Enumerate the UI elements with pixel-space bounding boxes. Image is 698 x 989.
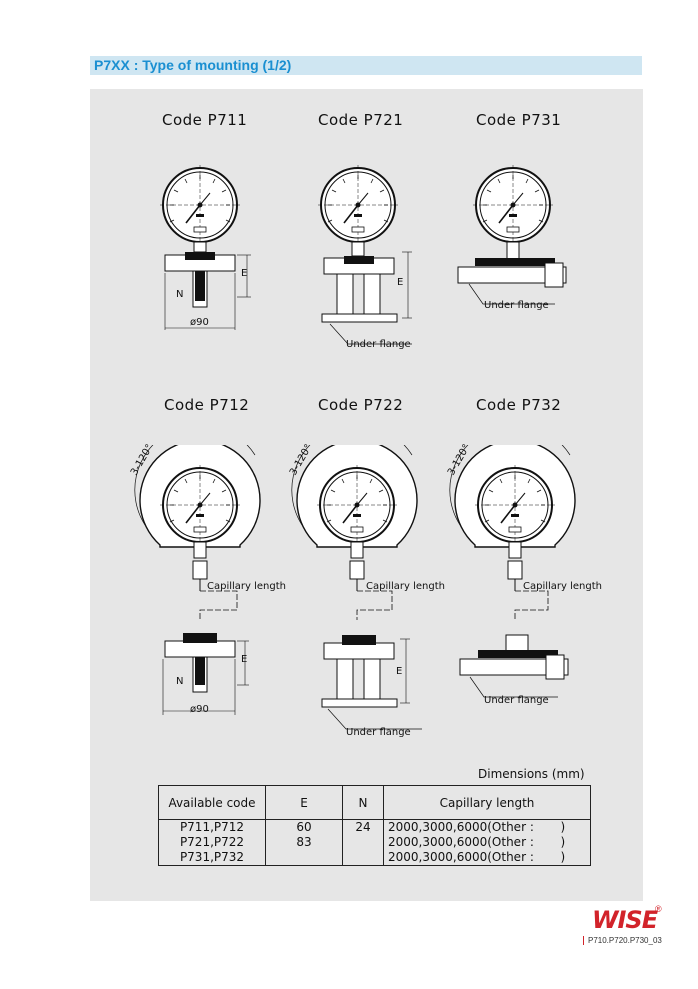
registered-mark: ® bbox=[655, 904, 662, 914]
diagram-p731 bbox=[457, 164, 567, 305]
p722-capillary-label: Capillary length bbox=[366, 581, 446, 592]
code-label-p732: Code P732 bbox=[476, 396, 562, 414]
code-label-p712: Code P712 bbox=[164, 396, 250, 414]
code-label-p711: Code P711 bbox=[162, 111, 248, 129]
code-label-p731: Code P731 bbox=[476, 111, 562, 129]
cell-e: 60 bbox=[265, 819, 343, 835]
doc-code-bar bbox=[583, 936, 584, 945]
cell-e: 83 bbox=[265, 835, 343, 850]
p711-e-label: E bbox=[241, 268, 248, 279]
cell-code: P731,P732 bbox=[158, 850, 266, 866]
p712-e-label: E bbox=[241, 654, 248, 665]
p711-n-label: N bbox=[176, 289, 184, 300]
col-header-code: Available code bbox=[158, 785, 266, 820]
cell-capillary: 2000,3000,6000(Other : ) bbox=[383, 850, 591, 866]
p721-flange-label: Under flange bbox=[346, 339, 411, 350]
dimensions-note: Dimensions (mm) bbox=[478, 767, 585, 781]
table-row: P731,P732 2000,3000,6000(Other : ) bbox=[158, 850, 591, 866]
table-header-row: Available code E N Capillary length bbox=[158, 785, 591, 820]
code-label-p722: Code P722 bbox=[318, 396, 404, 414]
p711-diameter-label: ø90 bbox=[190, 317, 209, 328]
cell-code: P721,P722 bbox=[158, 835, 266, 850]
p732-flange-label: Under flange bbox=[484, 695, 549, 706]
col-header-n: N bbox=[342, 785, 384, 820]
p712-diameter-label: ø90 bbox=[190, 704, 209, 715]
cell-capillary: 2000,3000,6000(Other : ) bbox=[383, 835, 591, 850]
p732-capillary-label: Capillary length bbox=[523, 581, 603, 592]
p712-n-label: N bbox=[176, 676, 184, 687]
p712-capillary-label: Capillary length bbox=[207, 581, 287, 592]
cell-capillary: 2000,3000,6000(Other : ) bbox=[383, 819, 591, 835]
diagram-p732 bbox=[449, 445, 576, 698]
col-header-e: E bbox=[265, 785, 343, 820]
cell-n bbox=[342, 850, 384, 866]
diagram-p711 bbox=[159, 164, 251, 330]
wise-logo: WISE bbox=[592, 906, 658, 934]
diagram-p712 bbox=[134, 445, 261, 715]
table-row: P721,P722 83 2000,3000,6000(Other : ) bbox=[158, 835, 591, 850]
spec-table: Available code E N Capillary length P711… bbox=[158, 785, 591, 866]
cell-e bbox=[265, 850, 343, 866]
page-title: P7XX : Type of mounting (1/2) bbox=[94, 57, 292, 73]
p722-flange-label: Under flange bbox=[346, 727, 411, 738]
p721-e-label: E bbox=[397, 277, 404, 288]
col-header-capillary: Capillary length bbox=[383, 785, 591, 820]
cell-n bbox=[342, 835, 384, 850]
code-label-p721: Code P721 bbox=[318, 111, 404, 129]
section-title-bar: P7XX : Type of mounting (1/2) bbox=[90, 56, 642, 75]
diagram-p722 bbox=[291, 445, 422, 730]
p722-e-label: E bbox=[396, 666, 403, 677]
cell-n: 24 bbox=[342, 819, 384, 835]
doc-code: P710.P720.P730_03 bbox=[588, 936, 662, 945]
p731-flange-label: Under flange bbox=[484, 300, 549, 311]
table-row: P711,P712 60 24 2000,3000,6000(Other : ) bbox=[158, 819, 591, 835]
cell-code: P711,P712 bbox=[158, 819, 266, 835]
diagram-p721 bbox=[317, 164, 412, 345]
